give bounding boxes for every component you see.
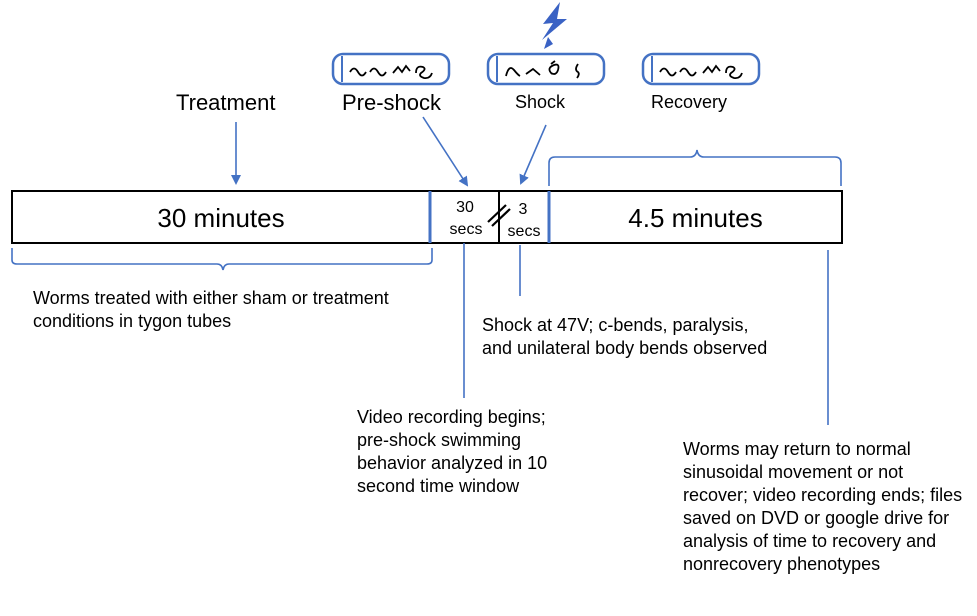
recovery-note: Worms may return to normal sinusoidal mo… bbox=[683, 439, 963, 574]
recovery-label: Recovery bbox=[651, 92, 728, 112]
recovery-tube-icon bbox=[641, 52, 761, 86]
treatment-brace bbox=[11, 248, 433, 271]
worm-icon bbox=[505, 60, 580, 79]
pre-shock-duration-value: 30 bbox=[456, 199, 474, 216]
pre-shock-arrow bbox=[422, 116, 469, 187]
recovery-brace bbox=[548, 149, 842, 186]
shock-label: Shock bbox=[515, 92, 566, 112]
pre-shock-label: Pre-shock bbox=[342, 90, 442, 115]
shock-note: Shock at 47V; c-bends, paralysis, and un… bbox=[482, 315, 768, 358]
timeline-bar bbox=[11, 190, 843, 244]
lightning-arrowhead bbox=[544, 37, 553, 49]
shock-tube-icon bbox=[486, 52, 606, 86]
shock-arrow bbox=[519, 124, 547, 185]
pre-shock-note: Video recording begins; pre-shock swimmi… bbox=[357, 407, 548, 496]
worm-icon bbox=[349, 64, 433, 80]
lightning-icon bbox=[542, 2, 567, 40]
pre-shock-tube-icon bbox=[331, 52, 451, 86]
treatment-duration: 30 minutes bbox=[157, 203, 285, 233]
pre-shock-duration-unit: secs bbox=[449, 221, 483, 238]
time-break-icon bbox=[487, 204, 511, 227]
shock-duration-unit: secs bbox=[507, 223, 541, 240]
worm-icon bbox=[659, 64, 743, 80]
treatment-note: Worms treated with either sham or treatm… bbox=[33, 288, 389, 331]
shock-duration-value: 3 bbox=[518, 201, 528, 218]
recovery-duration: 4.5 minutes bbox=[628, 203, 763, 233]
treatment-label: Treatment bbox=[176, 90, 276, 115]
